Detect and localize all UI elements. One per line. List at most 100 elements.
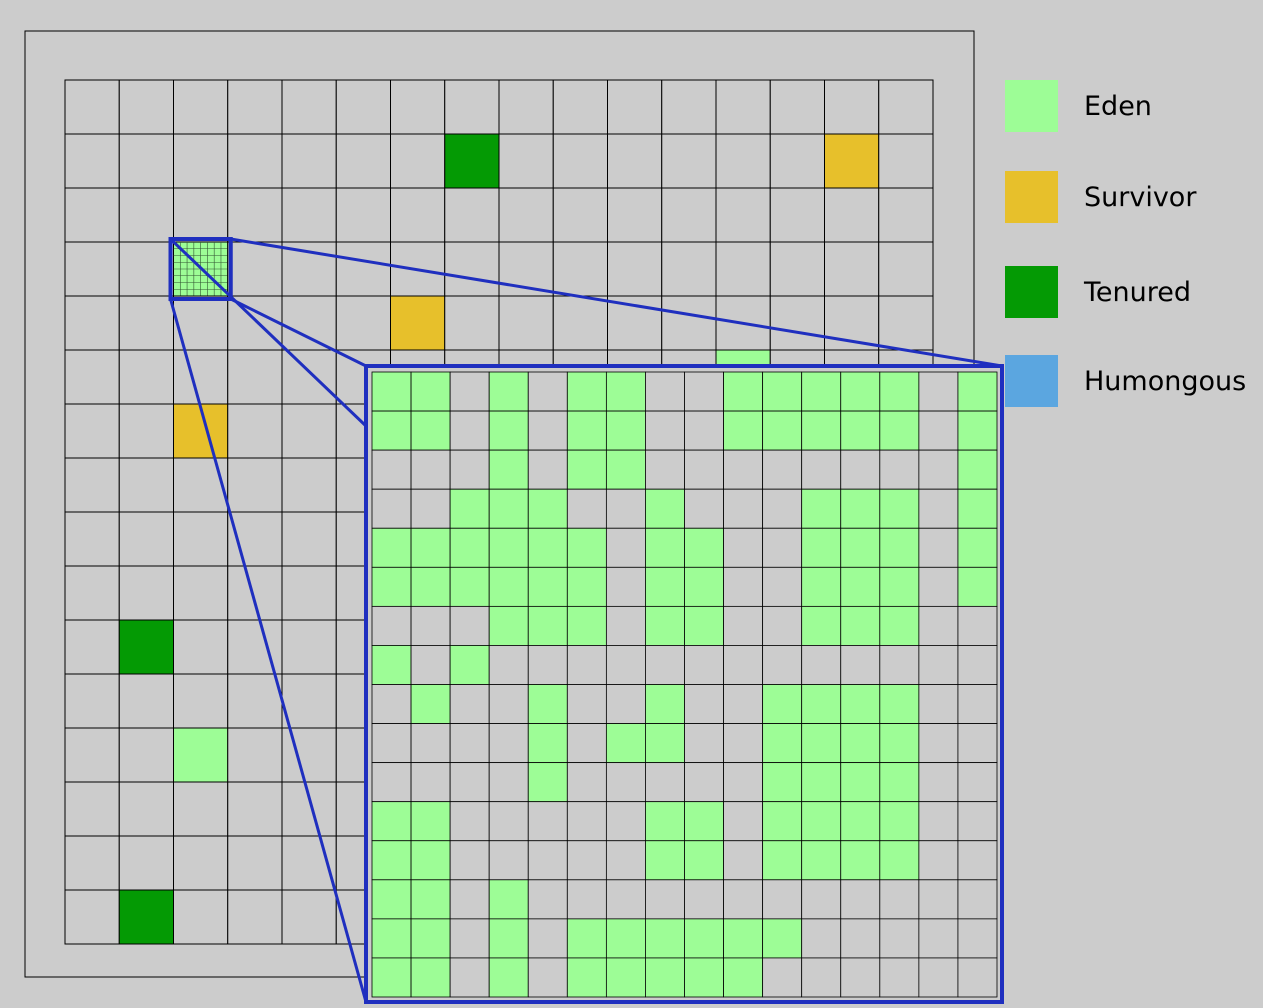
heap-region bbox=[118, 241, 174, 297]
zoom-cell-empty bbox=[918, 957, 959, 998]
zoom-cell-eden bbox=[645, 723, 685, 764]
heap-region bbox=[715, 79, 771, 135]
heap-region bbox=[335, 133, 391, 189]
zoom-cell-empty bbox=[801, 918, 842, 959]
heap-region bbox=[227, 403, 283, 459]
zoom-cell-eden bbox=[840, 566, 881, 607]
zoom-cell-empty bbox=[762, 566, 803, 607]
heap-region bbox=[173, 133, 229, 189]
zoom-cell-eden bbox=[684, 840, 724, 881]
heap-region bbox=[607, 133, 663, 189]
heap-region bbox=[390, 187, 446, 243]
zoom-cell-empty bbox=[449, 801, 490, 842]
zoom-cell-eden bbox=[645, 840, 685, 881]
zoom-cell-empty bbox=[605, 762, 646, 803]
heap-region bbox=[64, 133, 120, 189]
heap-region bbox=[281, 457, 337, 513]
heap-region bbox=[227, 187, 283, 243]
legend-label-survivor: Survivor bbox=[1084, 181, 1197, 213]
heap-region bbox=[390, 79, 446, 135]
zoom-cell-empty bbox=[918, 527, 959, 568]
zoom-cell-empty bbox=[449, 840, 490, 881]
zoom-cell-empty bbox=[957, 723, 998, 764]
zoom-cell-empty bbox=[918, 723, 959, 764]
zoom-cell-eden bbox=[879, 684, 920, 724]
zoom-cell-empty bbox=[488, 723, 529, 764]
heap-region bbox=[878, 79, 934, 135]
heap-region-tenured bbox=[118, 889, 174, 945]
zoom-cell-eden bbox=[645, 488, 685, 529]
zoom-cell-empty bbox=[605, 801, 646, 842]
zoom-cell-empty bbox=[957, 840, 998, 881]
legend-item-tenured: Tenured bbox=[1005, 266, 1191, 318]
heap-region bbox=[227, 295, 283, 351]
heap-region bbox=[227, 673, 283, 729]
zoom-connector-line bbox=[230, 237, 1003, 368]
heap-region bbox=[715, 133, 771, 189]
heap-region bbox=[661, 79, 717, 135]
zoom-cell-eden bbox=[488, 410, 529, 451]
zoom-cell-empty bbox=[566, 762, 607, 803]
zoom-cell-empty bbox=[840, 645, 881, 685]
zoom-cell-eden bbox=[566, 957, 607, 998]
heap-region bbox=[552, 241, 608, 297]
heap-region-tenured bbox=[118, 619, 174, 675]
zoom-cell-empty bbox=[371, 488, 412, 529]
zoom-cell-empty bbox=[684, 684, 724, 724]
zoom-cell-eden bbox=[410, 879, 451, 920]
zoom-cell-empty bbox=[801, 879, 842, 920]
zoom-cell-empty bbox=[801, 645, 842, 685]
zoom-cell-empty bbox=[957, 762, 998, 803]
zoom-cell-eden bbox=[879, 488, 920, 529]
heap-region bbox=[227, 241, 283, 297]
heap-region bbox=[824, 187, 880, 243]
zoom-cell-eden bbox=[645, 684, 685, 724]
legend-label-tenured: Tenured bbox=[1084, 276, 1191, 308]
heap-region bbox=[281, 889, 337, 945]
zoom-cell-eden bbox=[527, 488, 568, 529]
zoom-cell-eden bbox=[527, 605, 568, 646]
zoom-cell-empty bbox=[918, 371, 959, 412]
legend-item-humongous: Humongous bbox=[1005, 355, 1246, 407]
heap-region bbox=[173, 619, 229, 675]
zoom-cell-eden bbox=[801, 566, 842, 607]
zoom-cell-empty bbox=[605, 488, 646, 529]
zoom-cell-eden bbox=[605, 918, 646, 959]
zoom-connector-line bbox=[169, 237, 368, 428]
zoom-cell-eden bbox=[723, 918, 764, 959]
heap-region bbox=[715, 241, 771, 297]
zoom-cell-eden bbox=[684, 957, 724, 998]
heap-region bbox=[498, 295, 554, 351]
zoom-cell-empty bbox=[684, 645, 724, 685]
zoom-cell-empty bbox=[645, 371, 685, 412]
zoom-cell-empty bbox=[645, 410, 685, 451]
zoom-cell-eden bbox=[879, 410, 920, 451]
heap-region bbox=[227, 781, 283, 837]
zoom-cell-eden bbox=[645, 957, 685, 998]
zoom-cell-eden bbox=[723, 371, 764, 412]
zoom-cell-empty bbox=[918, 840, 959, 881]
zoom-cell-eden bbox=[371, 410, 412, 451]
zoom-cell-empty bbox=[527, 957, 568, 998]
zoom-cell-eden bbox=[840, 371, 881, 412]
zoom-cell-eden bbox=[371, 840, 412, 881]
zoom-cell-eden bbox=[684, 801, 724, 842]
zoom-cell-empty bbox=[879, 879, 920, 920]
heap-region bbox=[64, 565, 120, 621]
zoom-cell-empty bbox=[684, 371, 724, 412]
zoom-cell-eden bbox=[371, 566, 412, 607]
zoom-cell-eden bbox=[410, 410, 451, 451]
zoom-cell-eden bbox=[410, 684, 451, 724]
zoom-cell-empty bbox=[566, 645, 607, 685]
heap-region bbox=[552, 133, 608, 189]
zoom-cell-eden bbox=[488, 957, 529, 998]
heap-region bbox=[715, 187, 771, 243]
zoom-cell-empty bbox=[488, 645, 529, 685]
heap-region bbox=[173, 511, 229, 567]
heap-region bbox=[64, 727, 120, 783]
zoom-cell-empty bbox=[371, 605, 412, 646]
zoom-cell-empty bbox=[684, 762, 724, 803]
zoom-cell-empty bbox=[918, 801, 959, 842]
zoom-cell-eden bbox=[684, 918, 724, 959]
zoom-cell-eden bbox=[371, 527, 412, 568]
